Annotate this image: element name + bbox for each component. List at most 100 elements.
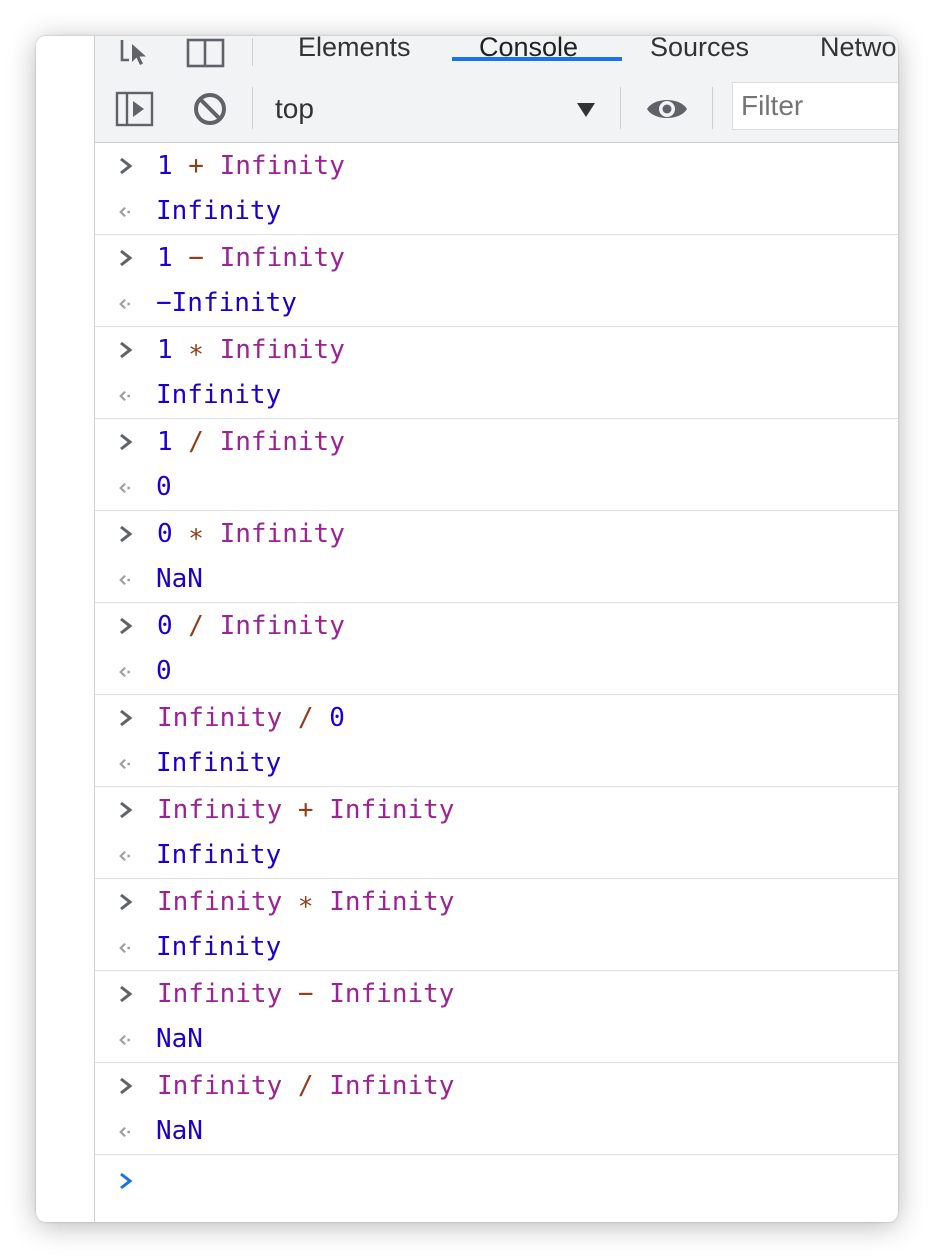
code-operator: − xyxy=(172,243,220,273)
inspect-element-icon[interactable] xyxy=(119,38,155,73)
code-identifier: Infinity xyxy=(157,703,283,733)
result-arrow-icon xyxy=(119,1109,133,1154)
code-identifier: Infinity xyxy=(219,427,345,457)
console-input-line[interactable]: Infinity + Infinity xyxy=(95,787,898,833)
context-selector-label: top xyxy=(275,93,314,124)
result-arrow-icon xyxy=(119,373,133,418)
code-operator: / xyxy=(172,611,220,641)
console-result-value: Infinity xyxy=(156,840,282,870)
code-operator: ∗ xyxy=(172,519,220,549)
code-identifier: Infinity xyxy=(219,519,345,549)
sidebar-toggle-icon[interactable] xyxy=(115,90,155,128)
console-result-line[interactable]: NaN xyxy=(95,1109,898,1154)
result-arrow-icon xyxy=(119,1017,133,1062)
console-result-line[interactable]: Infinity xyxy=(95,373,898,418)
tab-network[interactable]: Network xyxy=(820,36,898,62)
context-selector[interactable]: top xyxy=(275,75,615,143)
console-input-line[interactable]: 0 ∗ Infinity xyxy=(95,511,898,557)
console-toolbar: top xyxy=(95,75,898,143)
tab-elements[interactable]: Elements xyxy=(298,36,411,62)
console-input-line[interactable]: 1 + Infinity xyxy=(95,143,898,189)
console-result-value: 0 xyxy=(156,472,172,502)
result-arrow-icon xyxy=(119,833,133,878)
tab-console[interactable]: Console xyxy=(479,36,579,62)
console-input-line[interactable]: 0 / Infinity xyxy=(95,603,898,649)
code-number: 1 xyxy=(157,151,173,181)
console-input-code: Infinity + Infinity xyxy=(157,787,454,833)
console-result-line[interactable]: 0 xyxy=(95,649,898,694)
tab-sources[interactable]: Sources xyxy=(650,36,750,62)
code-operator: ∗ xyxy=(282,887,330,917)
console-result-line[interactable]: Infinity xyxy=(95,189,898,234)
code-number: 0 xyxy=(157,519,173,549)
console-input-line[interactable]: Infinity ∗ Infinity xyxy=(95,879,898,925)
console-input-code: Infinity − Infinity xyxy=(157,971,454,1017)
chevron-right-icon xyxy=(119,603,133,649)
code-identifier: Infinity xyxy=(329,795,455,825)
devtools-panel: Elements Console Sources Network xyxy=(95,36,898,1222)
result-arrow-icon xyxy=(119,649,133,694)
code-operator: / xyxy=(282,1071,330,1101)
chevron-right-icon xyxy=(119,1063,133,1109)
chevron-right-icon xyxy=(119,971,133,1017)
chevron-right-icon xyxy=(119,143,133,189)
console-result-value: Infinity xyxy=(156,196,282,226)
console-result-value: NaN xyxy=(156,564,203,594)
console-prompt[interactable] xyxy=(95,1155,898,1207)
code-identifier: Infinity xyxy=(329,1071,455,1101)
code-number: 1 xyxy=(157,427,173,457)
console-input-line[interactable]: 1 ∗ Infinity xyxy=(95,327,898,373)
console-result-line[interactable]: Infinity xyxy=(95,741,898,786)
console-input-line[interactable]: 1 / Infinity xyxy=(95,419,898,465)
console-input-code: 1 / Infinity xyxy=(157,419,345,465)
code-number: 0 xyxy=(157,611,173,641)
console-input-line[interactable]: Infinity / Infinity xyxy=(95,1063,898,1109)
device-toolbar-icon[interactable] xyxy=(186,38,226,73)
code-operator: + xyxy=(282,795,330,825)
toolbar-separator xyxy=(620,87,621,129)
active-tab-indicator xyxy=(452,57,622,61)
console-result-line[interactable]: NaN xyxy=(95,1017,898,1062)
result-arrow-icon xyxy=(119,925,133,970)
console-input-code: 1 + Infinity xyxy=(157,143,345,189)
toolbar-separator xyxy=(252,38,253,66)
console-input-line[interactable]: Infinity − Infinity xyxy=(95,971,898,1017)
devtools-window: Elements Console Sources Network xyxy=(36,36,898,1222)
console-result-value: Infinity xyxy=(156,748,282,778)
chevron-right-icon xyxy=(119,511,133,557)
console-result-value: Infinity xyxy=(156,380,282,410)
code-identifier: Infinity xyxy=(219,335,345,365)
code-identifier: Infinity xyxy=(219,243,345,273)
code-operator: / xyxy=(282,703,330,733)
console-result-line[interactable]: −Infinity xyxy=(95,281,898,326)
code-identifier: Infinity xyxy=(157,795,283,825)
console-input-line[interactable]: 1 − Infinity xyxy=(95,235,898,281)
console-result-line[interactable]: NaN xyxy=(95,557,898,602)
console-result-line[interactable]: 0 xyxy=(95,465,898,510)
code-operator: − xyxy=(282,979,330,1009)
toolbar-separator xyxy=(252,87,253,129)
console-result-value: NaN xyxy=(156,1024,203,1054)
console-result-line[interactable]: Infinity xyxy=(95,925,898,970)
clear-console-icon[interactable] xyxy=(190,89,230,129)
console-input-line[interactable]: Infinity / 0 xyxy=(95,695,898,741)
console-result-line[interactable]: Infinity xyxy=(95,833,898,878)
page-viewport-edge xyxy=(36,36,95,1222)
filter-input[interactable] xyxy=(732,82,898,130)
result-arrow-icon xyxy=(119,281,133,326)
code-operator: + xyxy=(172,151,220,181)
code-number: 1 xyxy=(157,243,173,273)
console-entry: 1 − Infinity−Infinity xyxy=(95,235,898,327)
eye-icon[interactable] xyxy=(643,90,691,128)
code-number: 0 xyxy=(329,703,345,733)
console-input-code: Infinity / 0 xyxy=(157,695,345,741)
result-arrow-icon xyxy=(119,741,133,786)
result-arrow-icon xyxy=(119,557,133,602)
